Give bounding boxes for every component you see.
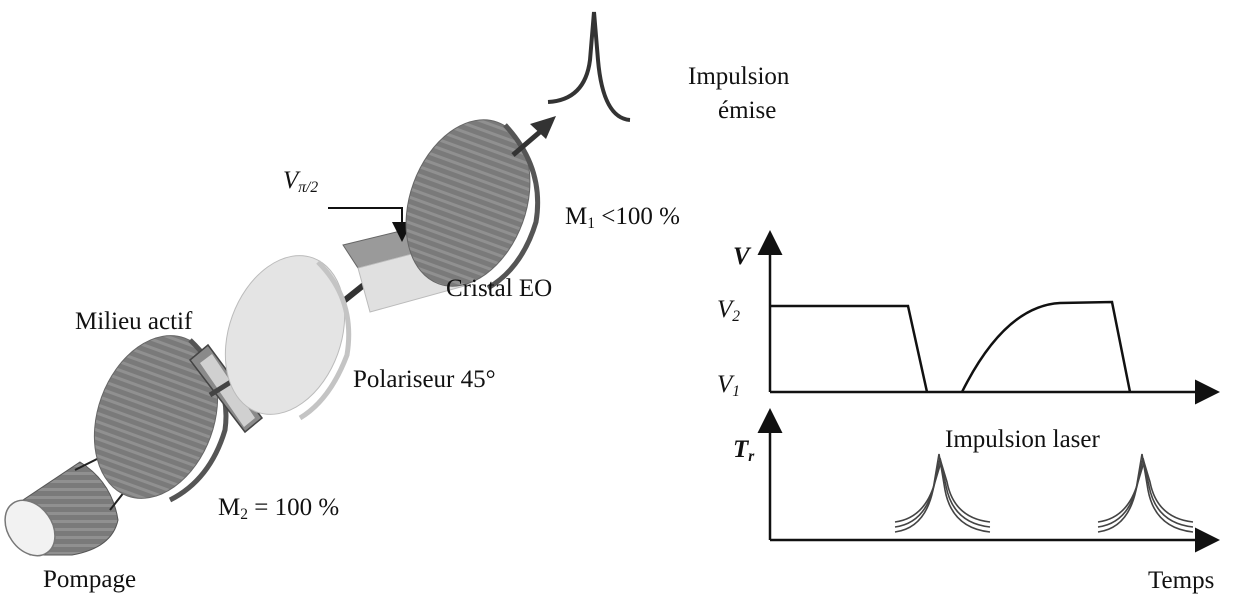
transmission-graph <box>757 408 1220 553</box>
m2-label: M2 = 100 % <box>218 494 340 523</box>
axis-tr-label: Tr <box>733 436 755 465</box>
axis-v-label: V <box>733 243 750 270</box>
v-pi-label: Vπ/2 <box>283 167 319 196</box>
v1-label: V1 <box>717 371 741 400</box>
mirror-m1 <box>405 119 541 291</box>
impulsion-emise-label-1: Impulsion <box>688 63 790 90</box>
impulsion-emise-label-2: émise <box>718 97 777 124</box>
v2-label: V2 <box>717 296 741 325</box>
milieu-actif-label: Milieu actif <box>75 308 193 335</box>
polarizer <box>224 255 352 421</box>
output-arrow-icon <box>511 116 556 157</box>
cristal-label: Cristal EO <box>446 275 553 302</box>
voltage-arrow-icon <box>328 207 412 242</box>
pompage-label: Pompage <box>43 566 137 593</box>
temps-label: Temps <box>1148 567 1215 594</box>
laser-pulse-icon <box>894 453 1194 533</box>
polariseur-label: Polariseur 45° <box>353 366 496 393</box>
impulsion-laser-label: Impulsion laser <box>945 426 1100 453</box>
voltage-graph <box>757 230 1220 405</box>
m1-label: M1 <100 % <box>565 203 680 232</box>
emitted-pulse-icon <box>547 11 631 122</box>
